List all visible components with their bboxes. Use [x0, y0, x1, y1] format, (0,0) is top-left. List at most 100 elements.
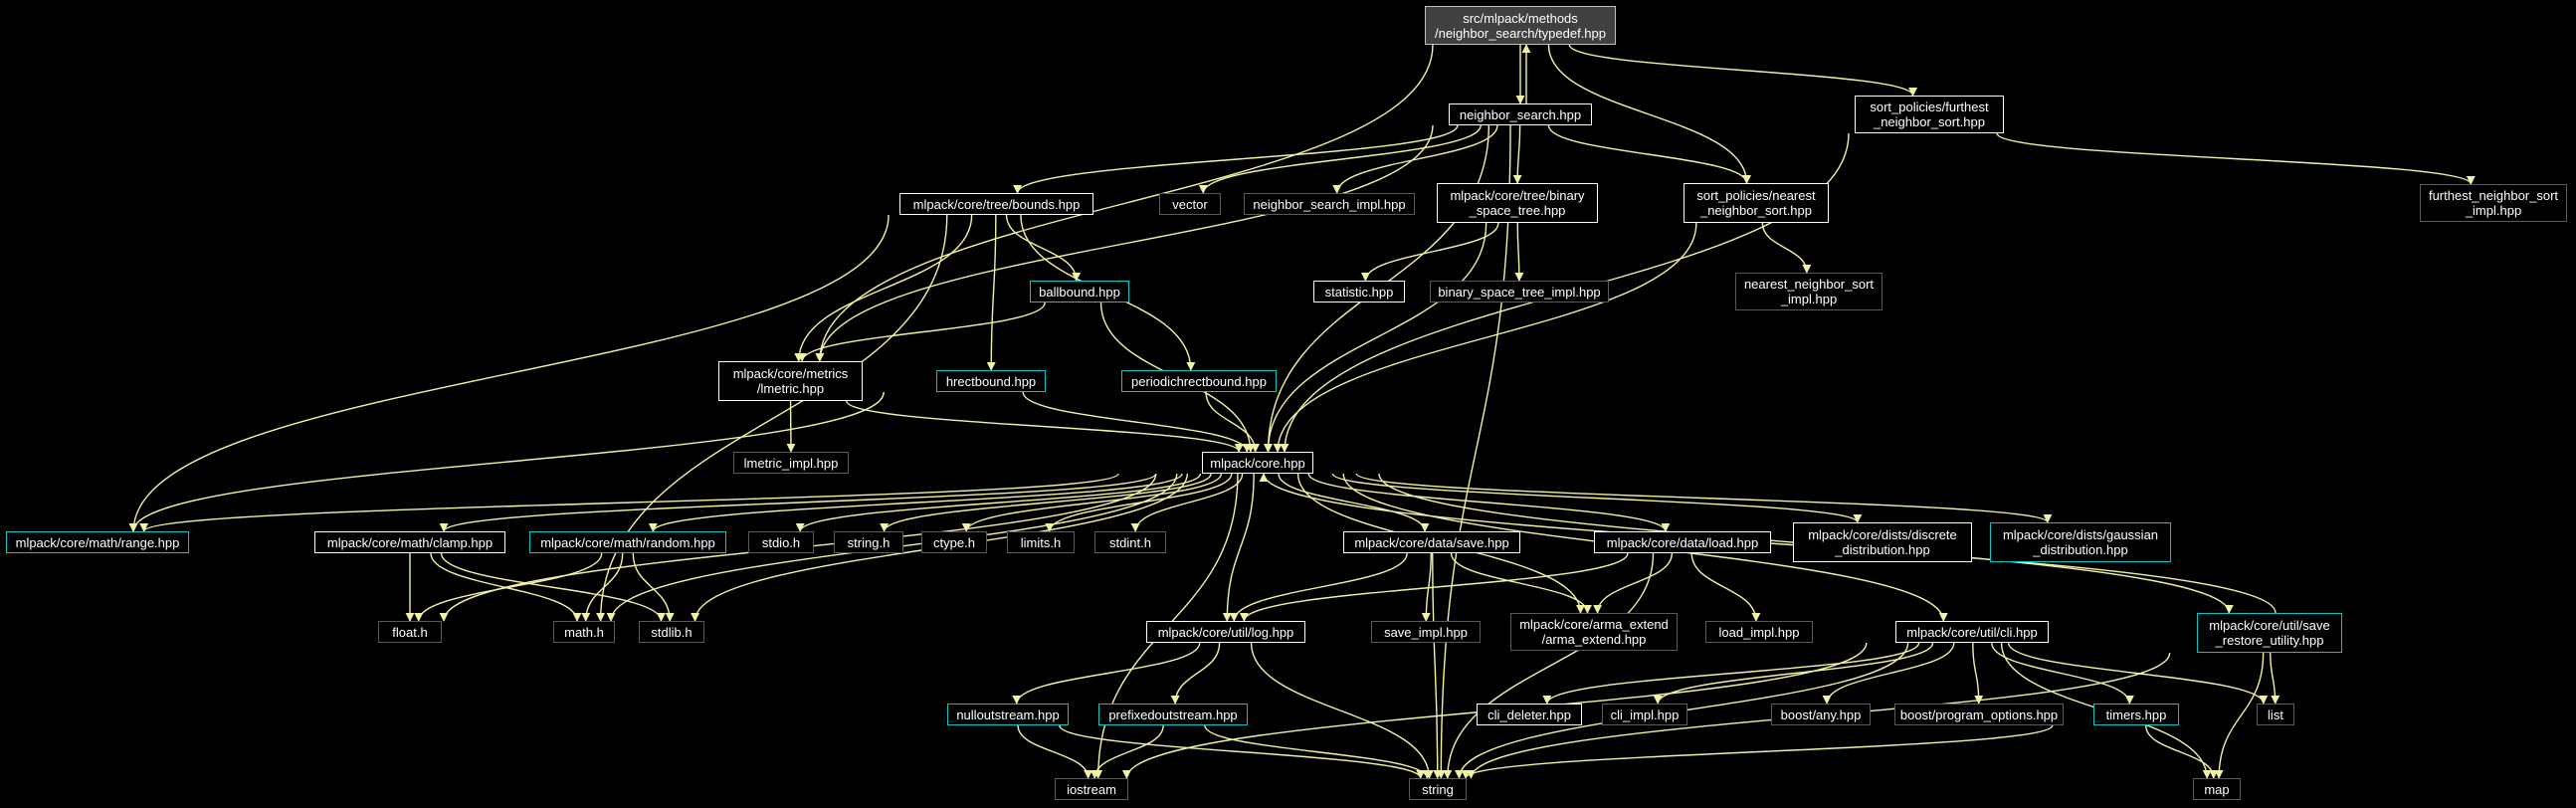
edge-random-to-float_h — [414, 552, 603, 622]
edge-periodic-to-core — [1205, 391, 1261, 453]
node-string[interactable]: string — [1409, 778, 1467, 800]
node-neighbor-search-hpp[interactable]: neighbor_search.hpp — [1449, 103, 1592, 125]
edge-cli-to-list — [2007, 642, 2269, 705]
edge-core-to-random — [648, 473, 1183, 532]
node-load-hpp[interactable]: mlpack/core/data/load.hpp — [1594, 531, 1771, 553]
edge-save-to-log — [1229, 552, 1408, 622]
edge-bounds-to-hrectbound — [986, 214, 997, 371]
edge-neighbor_search-to-nearest_sort — [1547, 124, 1751, 184]
node-nulloutstream-hpp[interactable]: nulloutstream.hpp — [947, 704, 1069, 725]
edge-core-to-load — [1307, 473, 1671, 532]
node-typedef-hpp[interactable]: src/mlpack/methods /neighbor_search/type… — [1425, 6, 1616, 45]
edge-core-to-log — [1222, 473, 1255, 622]
edge-core-to-ctype — [961, 473, 1223, 532]
edge-save_restore-to-list — [2270, 652, 2280, 705]
edge-timers-to-string — [1461, 724, 2054, 779]
node-hrectbound-hpp[interactable]: hrectbound.hpp — [936, 370, 1046, 392]
node-nearest-neighbor-sort-impl-hpp[interactable]: nearest_neighbor_sort _impl.hpp — [1735, 273, 1882, 310]
node-timers-hpp[interactable]: timers.hpp — [2093, 704, 2179, 725]
edge-core-to-discrete — [1331, 473, 1863, 523]
edge-random-to-stdlib — [632, 552, 675, 622]
node-save-restore-utility-hpp[interactable]: mlpack/core/util/save _restore_utility.h… — [2197, 613, 2342, 653]
edge-cli-to-boost_any — [1822, 642, 1955, 705]
node-save-impl-hpp[interactable]: save_impl.hpp — [1371, 621, 1481, 643]
edge-bst-to-bst_impl — [1514, 222, 1524, 282]
node-prefixedoutstream-hpp[interactable]: prefixedoutstream.hpp — [1098, 704, 1248, 725]
edge-furthest_sort-to-furthest_sort_impl — [1996, 132, 2476, 185]
node-bounds-hpp[interactable]: mlpack/core/tree/bounds.hpp — [899, 193, 1093, 215]
node-furthest-neighbor-sort-hpp[interactable]: sort_policies/furthest _neighbor_sort.hp… — [1855, 96, 2004, 133]
node-vector[interactable]: vector — [1159, 193, 1221, 215]
edge-log-to-nullout — [1012, 642, 1201, 705]
edge-neighbor_search-to-bounds — [1013, 124, 1459, 194]
node-limits-h[interactable]: limits.h — [1007, 531, 1075, 553]
node-range-hpp[interactable]: mlpack/core/math/range.hpp — [6, 531, 189, 553]
node-nearest-neighbor-sort-hpp[interactable]: sort_policies/nearest _neighbor_sort.hpp — [1684, 183, 1829, 223]
edge-cli-to-cli_deleter — [1542, 642, 1920, 705]
edge-core-to-clamp — [439, 473, 1157, 532]
node-furthest-neighbor-sort-impl-hpp[interactable]: furthest_neighbor_sort _impl.hpp — [2420, 184, 2567, 222]
edge-nullout-to-string — [1059, 724, 1426, 779]
node-clamp-hpp[interactable]: mlpack/core/math/clamp.hpp — [314, 531, 505, 553]
node-cli-hpp[interactable]: mlpack/core/util/cli.hpp — [1895, 621, 2049, 643]
node-core-hpp[interactable]: mlpack/core.hpp — [1202, 452, 1313, 474]
edge-core-to-range — [139, 473, 1119, 532]
edge-bst-to-core — [1263, 222, 1487, 453]
edge-save_restore-to-map — [2214, 652, 2265, 779]
node-cli-deleter-hpp[interactable]: cli_deleter.hpp — [1477, 704, 1582, 725]
node-float-h[interactable]: float.h — [378, 621, 442, 643]
node-cli-impl-hpp[interactable]: cli_impl.hpp — [1602, 704, 1687, 725]
edge-core-to-save — [1278, 473, 1430, 532]
node-lmetric-impl-hpp[interactable]: lmetric_impl.hpp — [733, 452, 849, 474]
node-neighbor-search-impl-hpp[interactable]: neighbor_search_impl.hpp — [1244, 193, 1415, 215]
node-map[interactable]: map — [2193, 778, 2241, 800]
edge-bounds-to-lmetric — [794, 214, 973, 362]
edge-neighbor_search-to-string — [1436, 124, 1511, 779]
edge-load-to-string — [1443, 552, 1655, 779]
edge-save-to-string — [1432, 552, 1443, 779]
node-periodichrectbound-hpp[interactable]: periodichrectbound.hpp — [1121, 370, 1277, 392]
edge-core-to-string_h — [880, 473, 1212, 532]
node-boost-program-options-hpp[interactable]: boost/program_options.hpp — [1894, 704, 2064, 725]
edge-hrectbound-to-core — [1022, 391, 1252, 453]
node-log-hpp[interactable]: mlpack/core/util/log.hpp — [1146, 621, 1305, 643]
node-stdint-h[interactable]: stdint.h — [1094, 531, 1166, 553]
edge-neighbor_search-to-vector — [1198, 124, 1482, 194]
edge-ballbound-to-lmetric — [797, 302, 1046, 362]
edge-nullout-to-iostream — [1017, 724, 1093, 779]
node-binary-space-tree-impl-hpp[interactable]: binary_space_tree_impl.hpp — [1430, 281, 1609, 303]
edge-load-to-log — [1239, 552, 1629, 622]
node-ctype-h[interactable]: ctype.h — [921, 531, 987, 553]
edge-neighbor_search-to-ns_impl — [1332, 124, 1498, 194]
edge-lmetric-to-core — [846, 400, 1244, 453]
edge-bounds-to-range — [128, 214, 890, 532]
node-save-hpp[interactable]: mlpack/core/data/save.hpp — [1343, 531, 1520, 553]
edge-core-to-stdio — [795, 473, 1202, 532]
node-arma-extend-hpp[interactable]: mlpack/core/arma_extend /arma_extend.hpp — [1510, 613, 1678, 651]
node-gaussian-distribution-hpp[interactable]: mlpack/core/dists/gaussian _distribution… — [1990, 522, 2171, 562]
node-binary-space-tree-hpp[interactable]: mlpack/core/tree/binary _space_tree.hpp — [1437, 183, 1598, 223]
node-random-hpp[interactable]: mlpack/core/math/random.hpp — [529, 531, 726, 553]
node-list[interactable]: list — [2257, 704, 2294, 725]
edge-timers-to-map — [2145, 724, 2219, 779]
edge-random-to-math_h — [581, 552, 624, 622]
node-statistic-hpp[interactable]: statistic.hpp — [1313, 281, 1405, 303]
node-math-h[interactable]: math.h — [553, 621, 615, 643]
node-stdio-h[interactable]: stdio.h — [748, 531, 814, 553]
edge-clamp-to-math_h — [430, 552, 582, 622]
node-iostream[interactable]: iostream — [1055, 778, 1128, 800]
node-discrete-distribution-hpp[interactable]: mlpack/core/dists/discrete _distribution… — [1793, 522, 1972, 562]
node-string-h[interactable]: string.h — [834, 531, 903, 553]
edge-nearest_sort-to-core — [1273, 222, 1697, 453]
edge-bst-to-statistic — [1360, 222, 1499, 282]
edge-neighbor_search-to-bst — [1512, 124, 1522, 184]
node-boost-any-hpp[interactable]: boost/any.hpp — [1771, 704, 1871, 725]
node-lmetric-hpp[interactable]: mlpack/core/metrics /lmetric.hpp — [718, 361, 863, 401]
edge-cli-to-timers — [1991, 642, 2134, 705]
node-stdlib-h[interactable]: stdlib.h — [639, 621, 704, 643]
edge-bounds-to-math_h — [596, 214, 948, 622]
edge-nearest_sort-to-nearest_sort_impl — [1761, 222, 1812, 274]
node-ballbound-hpp[interactable]: ballbound.hpp — [1030, 281, 1129, 303]
node-load-impl-hpp[interactable]: load_impl.hpp — [1705, 621, 1813, 643]
